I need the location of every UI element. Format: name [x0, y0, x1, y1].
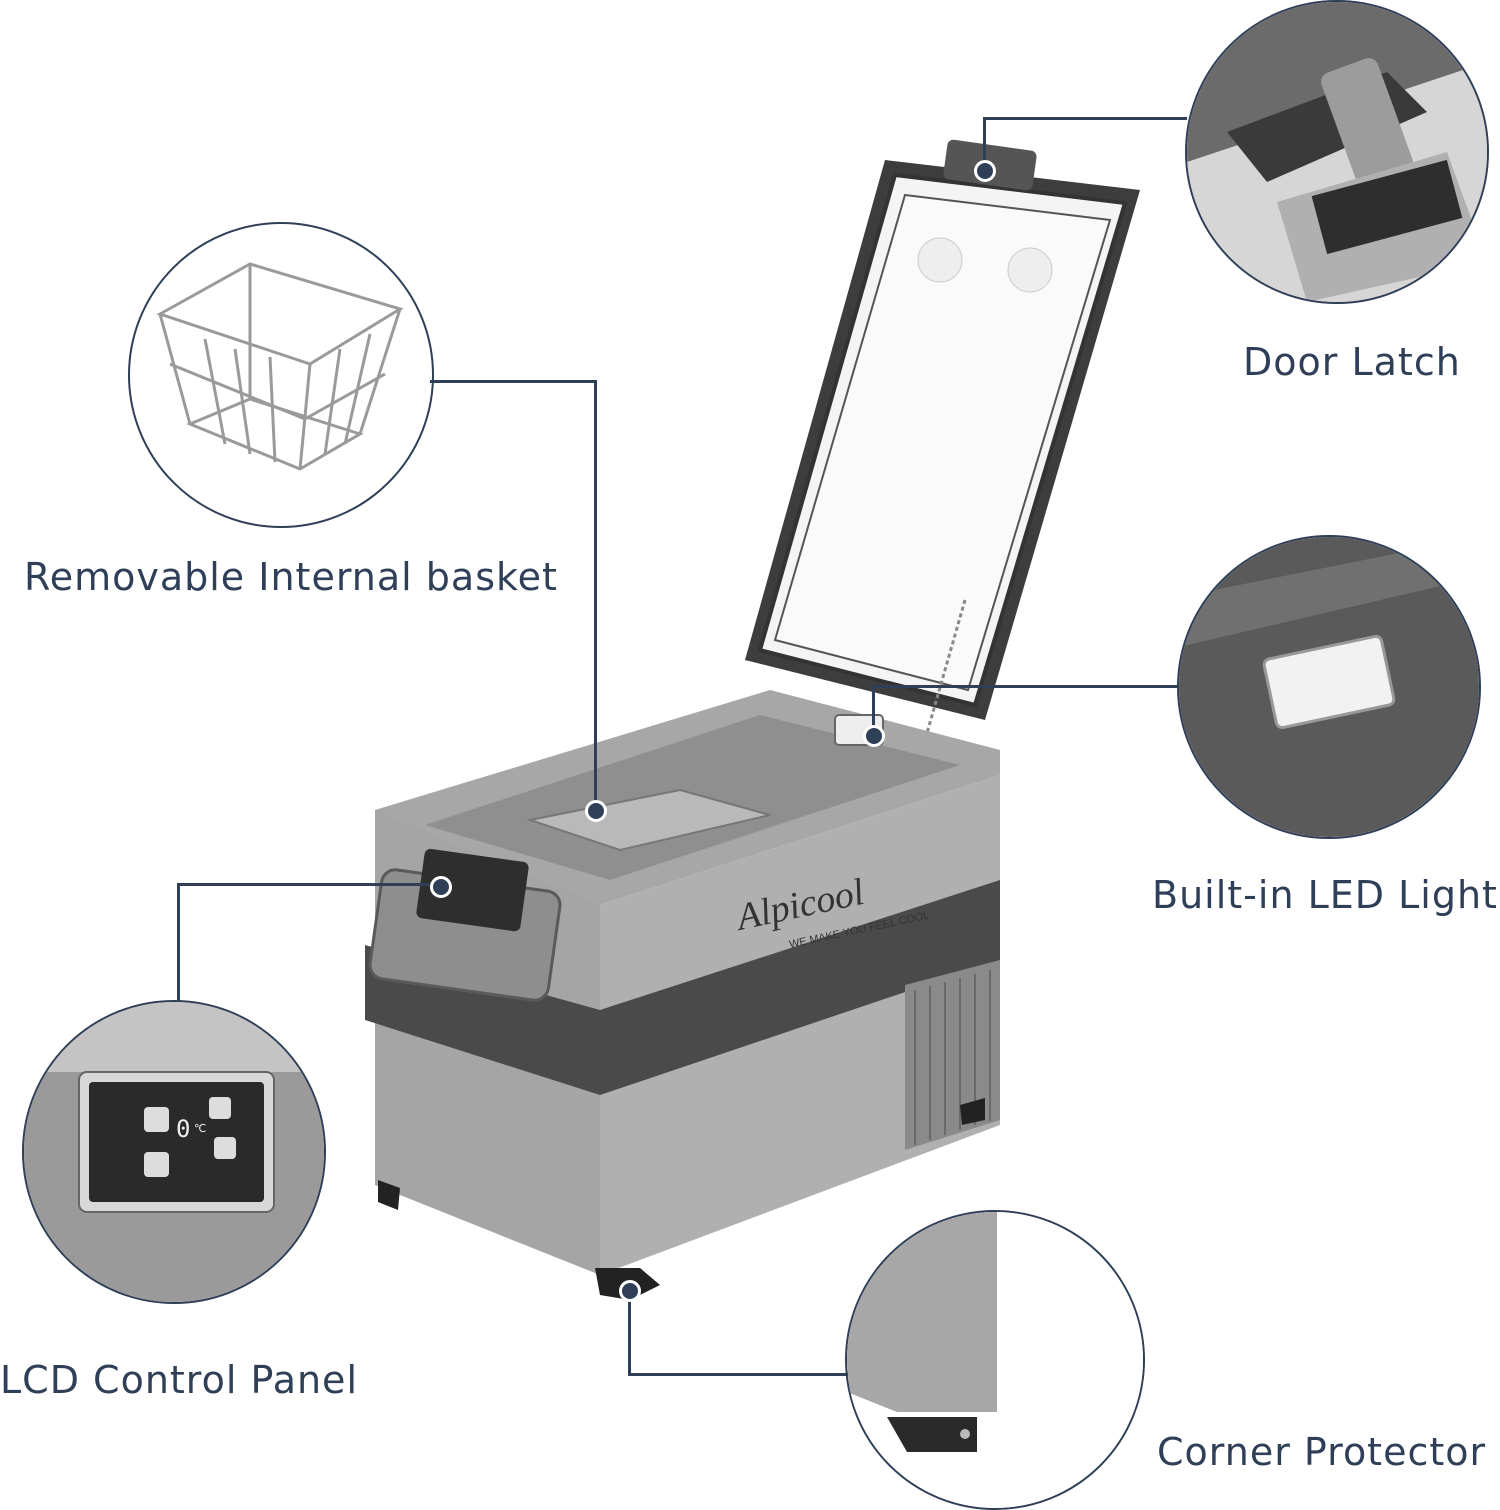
basket-leader-h [430, 380, 596, 383]
led-leader-v [872, 685, 875, 735]
led-light-label: Built-in LED Light [1152, 873, 1498, 917]
fridge-lid [745, 139, 1140, 776]
led-light-image [1179, 537, 1479, 837]
corner-leader-v [628, 1290, 631, 1375]
led-marker [863, 725, 885, 747]
door-latch-detail-circle [1185, 0, 1489, 304]
control-panel-temp: 0 [176, 1115, 190, 1143]
door-latch-marker [974, 160, 996, 182]
control-panel-detail-circle: 0 ℃ [22, 1000, 326, 1304]
control-panel-leader-h [177, 883, 437, 886]
door-latch-leader-v [983, 117, 986, 172]
door-latch-image [1187, 2, 1487, 302]
basket-detail-circle [128, 222, 434, 528]
door-latch-label: Door Latch [1243, 340, 1461, 384]
led-leader-h [872, 685, 1177, 688]
fridge-body [365, 690, 1000, 1300]
control-panel-unit: ℃ [194, 1122, 206, 1135]
corner-protector-detail-circle [845, 1210, 1145, 1510]
basket-leader-v [594, 380, 597, 810]
control-panel-leader-v [177, 883, 180, 1001]
control-panel-marker [430, 876, 452, 898]
corner-leader-h [628, 1373, 848, 1376]
door-latch-leader-h [983, 117, 1187, 120]
basket-marker [585, 800, 607, 822]
control-panel-label: LCD Control Panel [0, 1358, 358, 1402]
corner-marker [619, 1280, 641, 1302]
led-light-detail-circle [1177, 535, 1481, 839]
corner-protector-label: Corner Protector [1157, 1430, 1487, 1474]
basket-image [156, 262, 404, 471]
control-panel-image: 0 ℃ [24, 1002, 324, 1302]
basket-label: Removable Internal basket [24, 555, 558, 599]
corner-protector-image [847, 1212, 1143, 1508]
